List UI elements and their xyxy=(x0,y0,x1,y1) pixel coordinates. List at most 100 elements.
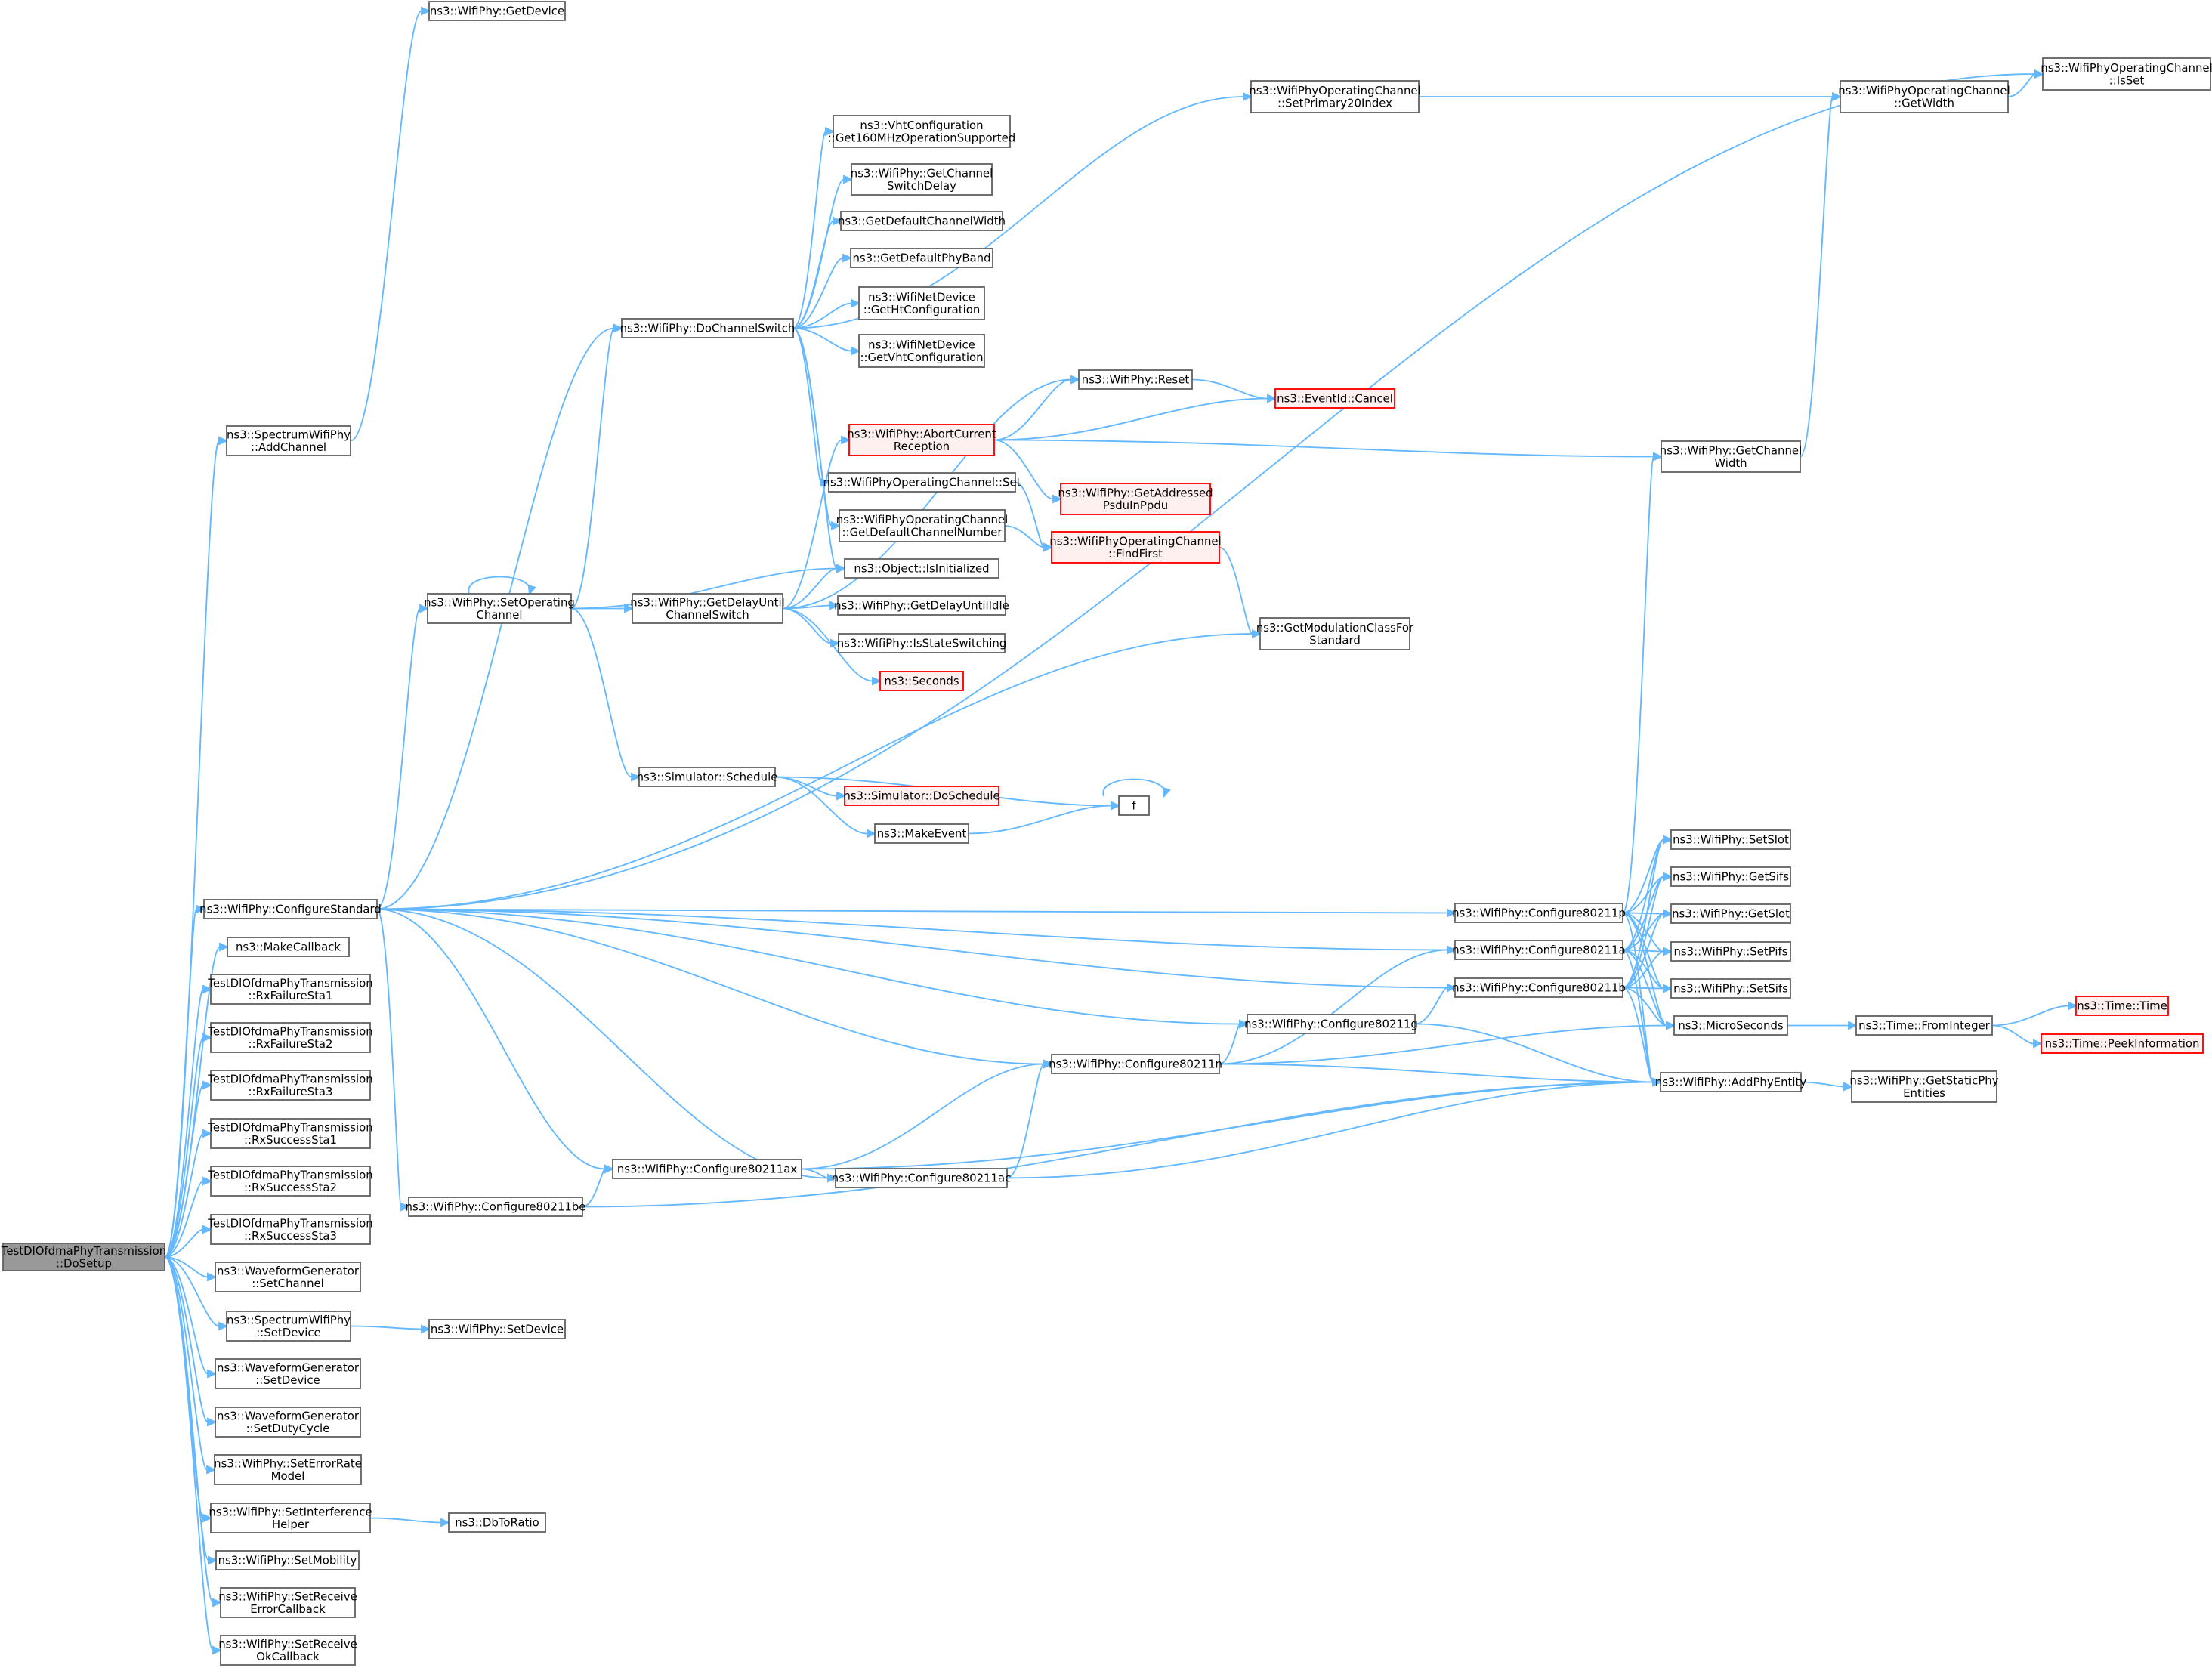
node-box[interactable] xyxy=(2075,996,2169,1016)
node-rxFailSta3[interactable]: TestDlOfdmaPhyTransmission::RxFailureSta… xyxy=(207,1070,373,1101)
node-setSifs[interactable]: ns3::WifiPhy::SetSifs xyxy=(1670,978,1791,999)
node-dbToRatio[interactable]: ns3::DbToRatio xyxy=(448,1512,546,1533)
node-wgSetChannel[interactable]: ns3::WaveformGenerator::SetChannel xyxy=(215,1262,361,1292)
node-box[interactable] xyxy=(215,1407,361,1438)
node-wgSetDevice[interactable]: ns3::WaveformGenerator::SetDevice xyxy=(215,1358,361,1389)
node-box[interactable] xyxy=(210,1022,371,1053)
node-box[interactable] xyxy=(1660,1072,1802,1092)
node-box[interactable] xyxy=(838,633,1006,653)
node-box[interactable] xyxy=(858,334,985,368)
node-box[interactable] xyxy=(1060,483,1211,515)
node-box[interactable] xyxy=(1670,866,1791,887)
node-box[interactable] xyxy=(879,671,964,691)
node-box[interactable] xyxy=(227,937,350,957)
node-box[interactable] xyxy=(1247,1014,1416,1034)
node-box[interactable] xyxy=(835,1168,1008,1188)
node-getSlot[interactable]: ns3::WifiPhy::GetSlot xyxy=(1670,903,1791,924)
node-wpocFindFirst[interactable]: ns3::WifiPhyOperatingChannel::FindFirst xyxy=(1049,531,1222,564)
node-configure80211ax[interactable]: ns3::WifiPhy::Configure80211ax xyxy=(612,1159,802,1179)
node-simSchedule[interactable]: ns3::Simulator::Schedule xyxy=(637,767,778,787)
node-rxSuccSta3[interactable]: TestDlOfdmaPhyTransmission::RxSuccessSta… xyxy=(207,1214,373,1245)
node-objectIsInitialized[interactable]: ns3::Object::IsInitialized xyxy=(844,558,999,579)
node-box[interactable] xyxy=(1051,531,1220,564)
node-box[interactable] xyxy=(1670,978,1791,999)
node-box[interactable] xyxy=(1274,388,1395,409)
node-rxFailSta1[interactable]: TestDlOfdmaPhyTransmission::RxFailureSta… xyxy=(207,974,373,1005)
node-box[interactable] xyxy=(839,509,1006,542)
node-box[interactable] xyxy=(1250,80,1420,113)
node-getVhtConfiguration[interactable]: ns3::WifiNetDevice::GetVhtConfiguration xyxy=(858,334,985,368)
node-box[interactable] xyxy=(851,163,993,196)
node-box[interactable] xyxy=(858,286,985,320)
node-wgSetDutyCycle[interactable]: ns3::WaveformGenerator::SetDutyCycle xyxy=(215,1407,361,1438)
node-box[interactable] xyxy=(848,424,995,456)
node-makeEvent[interactable]: ns3::MakeEvent xyxy=(874,823,969,844)
node-box[interactable] xyxy=(220,1587,356,1618)
node-configure80211a[interactable]: ns3::WifiPhy::Configure80211a xyxy=(1452,940,1626,960)
node-wpocGetWidth[interactable]: ns3::WifiPhyOperatingChannel::GetWidth xyxy=(1838,80,2010,113)
node-vhtGet160[interactable]: ns3::VhtConfiguration::Get160MHzOperatio… xyxy=(828,115,1015,148)
node-box[interactable] xyxy=(1118,795,1150,816)
node-box[interactable] xyxy=(638,767,776,787)
node-timeFromInteger[interactable]: ns3::Time::FromInteger xyxy=(1855,1015,1993,1036)
node-box[interactable] xyxy=(1670,941,1791,962)
node-box[interactable] xyxy=(210,1214,371,1245)
node-box[interactable] xyxy=(1670,829,1791,850)
node-box[interactable] xyxy=(215,1358,361,1389)
node-configure80211b[interactable]: ns3::WifiPhy::Configure80211b xyxy=(1452,977,1626,998)
node-box[interactable] xyxy=(215,1262,361,1292)
node-box[interactable] xyxy=(840,211,1003,231)
node-box[interactable] xyxy=(1851,1070,1997,1103)
node-rxSuccSta2[interactable]: TestDlOfdmaPhyTransmission::RxSuccessSta… xyxy=(207,1166,373,1197)
node-box[interactable] xyxy=(215,1550,360,1570)
node-box[interactable] xyxy=(210,974,371,1005)
node-box[interactable] xyxy=(612,1159,802,1179)
node-simDoSchedule[interactable]: ns3::Simulator::DoSchedule xyxy=(843,786,1000,806)
node-box[interactable] xyxy=(226,425,351,456)
node-isStateSwitching[interactable]: ns3::WifiPhy::IsStateSwitching xyxy=(837,633,1007,653)
node-box[interactable] xyxy=(210,1070,371,1101)
node-doChannelSwitch[interactable]: ns3::WifiPhy::DoChannelSwitch xyxy=(620,318,796,338)
node-getSifs[interactable]: ns3::WifiPhy::GetSifs xyxy=(1670,866,1791,887)
node-wifiPhyReset[interactable]: ns3::WifiPhy::Reset xyxy=(1078,369,1193,390)
node-addChannel[interactable]: ns3::SpectrumWifiPhy::AddChannel xyxy=(226,425,351,456)
node-box[interactable] xyxy=(210,1118,371,1149)
node-box[interactable] xyxy=(1840,80,2009,113)
node-configure80211g[interactable]: ns3::WifiPhy::Configure80211g xyxy=(1244,1014,1418,1034)
node-configure80211be[interactable]: ns3::WifiPhy::Configure80211be xyxy=(406,1197,586,1217)
node-getDelayUntilIdle[interactable]: ns3::WifiPhy::GetDelayUntilIdle xyxy=(834,595,1009,616)
node-box[interactable] xyxy=(214,1454,362,1485)
node-box[interactable] xyxy=(1661,440,1801,473)
node-eventIdCancel[interactable]: ns3::EventId::Cancel xyxy=(1274,388,1395,409)
node-wpocGetDefaultChannelNumber[interactable]: ns3::WifiPhyOperatingChannel::GetDefault… xyxy=(836,509,1008,542)
node-box[interactable] xyxy=(210,1166,371,1197)
node-getDevice[interactable]: ns3::WifiPhy::GetDevice xyxy=(428,1,566,21)
node-box[interactable] xyxy=(428,1319,566,1339)
node-box[interactable] xyxy=(1454,977,1623,998)
node-timePeekInformation[interactable]: ns3::Time::PeekInformation xyxy=(2041,1033,2204,1054)
node-wpocSetPrimary20[interactable]: ns3::WifiPhyOperatingChannel::SetPrimary… xyxy=(1249,80,1421,113)
node-box[interactable] xyxy=(828,472,1016,493)
node-box[interactable] xyxy=(2041,1033,2204,1054)
node-rxFailSta2[interactable]: TestDlOfdmaPhyTransmission::RxFailureSta… xyxy=(207,1022,373,1053)
node-box[interactable] xyxy=(621,318,794,338)
node-box[interactable] xyxy=(837,595,1006,616)
node-f[interactable]: f xyxy=(1118,795,1150,816)
node-box[interactable] xyxy=(850,248,993,268)
node-box[interactable] xyxy=(1454,903,1623,923)
node-makeCallback[interactable]: ns3::MakeCallback xyxy=(227,937,350,957)
node-configure80211p[interactable]: ns3::WifiPhy::Configure80211p xyxy=(1452,903,1626,923)
node-configureStandard[interactable]: ns3::WifiPhy::ConfigureStandard xyxy=(199,899,382,919)
node-box[interactable] xyxy=(1259,617,1410,650)
node-root[interactable]: TestDlOfdmaPhyTransmission::DoSetup xyxy=(1,1243,166,1271)
node-box[interactable] xyxy=(632,593,783,624)
node-box[interactable] xyxy=(833,115,1011,148)
node-rxSuccSta1[interactable]: TestDlOfdmaPhyTransmission::RxSuccessSta… xyxy=(207,1118,373,1149)
